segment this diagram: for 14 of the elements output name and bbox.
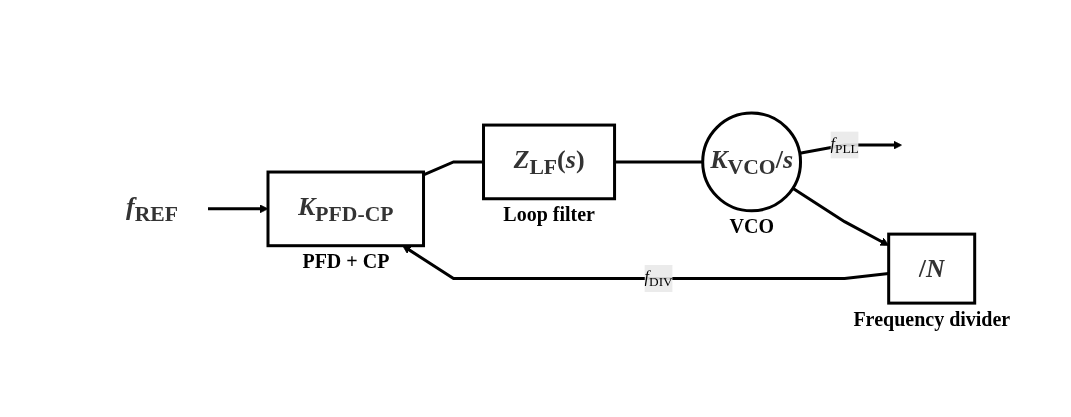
node-box: /N — [887, 233, 977, 306]
block-caption: VCO — [729, 215, 774, 239]
block-caption: Loop filter — [503, 203, 595, 227]
connector — [614, 160, 703, 164]
node-circle: K$_{VCO}$/s — [701, 111, 803, 213]
node-text: f$_{REF}$ — [126, 192, 179, 227]
block-caption: PFD + CP — [302, 250, 390, 274]
node-box: K$_{PFD-CP}$ — [266, 170, 426, 248]
connector — [423, 160, 484, 177]
node-box: Z$_{LF}$(s) — [482, 124, 617, 201]
block-caption: Frequency divider — [853, 307, 1011, 331]
arrow — [208, 204, 269, 214]
edge-label: f$_{DIV}$ — [644, 268, 673, 290]
edge-label: f$_{PLL}$ — [830, 134, 859, 157]
